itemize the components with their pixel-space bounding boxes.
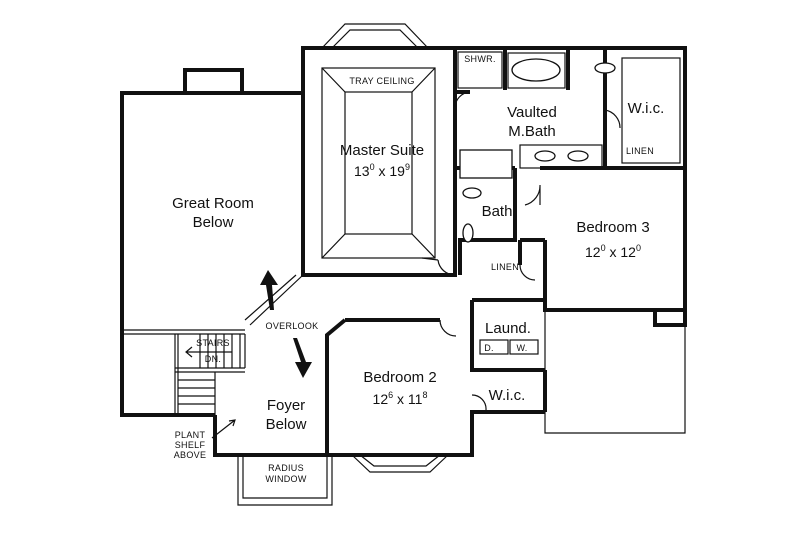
laundry-label: Laund. [485, 320, 531, 337]
shower-label: SHWR. [464, 54, 496, 64]
linen-hall-label: LINEN [491, 262, 519, 272]
wic-master-shelf [621, 57, 681, 164]
master-bay-window [321, 23, 429, 49]
down-label: DN. [205, 354, 221, 364]
bath-sink [462, 223, 474, 243]
great-room-walls [120, 91, 303, 417]
walls [120, 23, 687, 506]
bath-walls [458, 168, 517, 275]
bath-toilet [462, 187, 482, 199]
linen-walls [518, 238, 545, 265]
overlook-arrow-up [260, 270, 278, 310]
wic-bed2-walls [472, 368, 547, 414]
master-suite-dims: 130 x 199 [354, 162, 410, 179]
bedroom2-bay [351, 454, 449, 473]
tray-ceiling-inner [344, 91, 413, 235]
washer-box [509, 339, 539, 355]
sink-1 [534, 150, 556, 162]
stair-lines [174, 334, 246, 415]
stair-steps [178, 334, 241, 405]
lower-right-outline [544, 309, 686, 434]
sink-2 [567, 150, 589, 162]
bath-partitions [455, 48, 607, 168]
radius-window-label-2: WINDOW [265, 474, 306, 484]
bedroom2-label: Bedroom 2 [363, 369, 436, 386]
bath-tub [459, 149, 513, 179]
labels: Great Room Below TRAY CEILING Master Sui… [172, 54, 664, 484]
foyer-below: Below [266, 416, 307, 433]
vaulted-bath-label-2: M.Bath [508, 123, 556, 140]
overlook-arrow-down [293, 338, 312, 378]
bedroom3-label: Bedroom 3 [576, 219, 649, 236]
tub [511, 58, 561, 82]
wic-bed2-label: W.i.c. [489, 387, 526, 404]
bedroom2-walls [325, 318, 474, 457]
master-toilet [594, 62, 616, 74]
dryer-box [479, 339, 509, 355]
tray-ceiling-corners [321, 67, 436, 259]
washer-label: W. [516, 343, 527, 353]
chimney [183, 68, 244, 93]
foyer-walls [213, 415, 327, 457]
dryer-label: D. [484, 343, 494, 353]
bedroom3-walls [540, 166, 687, 312]
fixtures [178, 51, 681, 439]
stair-arrow [185, 346, 232, 358]
tray-ceiling-label: TRAY CEILING [349, 76, 414, 86]
bedroom3-dims: 120 x 120 [585, 243, 641, 260]
tray-ceiling-outer [321, 67, 436, 259]
wic-master-label: W.i.c. [628, 100, 665, 117]
plant-shelf-label-2: SHELF [175, 440, 206, 450]
linen-master-label: LINEN [626, 146, 654, 156]
great-room-below: Below [193, 214, 234, 231]
stairs-label: STAIRS [196, 338, 230, 348]
bedroom3-bump [653, 308, 687, 327]
radius-window-label: RADIUS [268, 463, 304, 473]
great-room-label: Great Room [172, 195, 254, 212]
radius-window [237, 455, 333, 506]
bedroom2-dims: 126 x 118 [373, 390, 428, 407]
master-suite-walls [301, 46, 457, 277]
overlook-label: OVERLOOK [266, 321, 319, 331]
plant-shelf-label-3: ABOVE [174, 450, 207, 460]
master-suite-label: Master Suite [340, 142, 424, 159]
vaulted-bath-label: Vaulted [507, 104, 557, 121]
plant-shelf-arrow [211, 419, 236, 439]
foyer-label: Foyer [267, 397, 305, 414]
shower [457, 51, 503, 89]
vanity [519, 144, 603, 169]
door-swings [421, 91, 621, 411]
plant-shelf-label: PLANT [175, 430, 206, 440]
bath-label: Bath [482, 203, 513, 220]
tub-deck [507, 52, 566, 89]
